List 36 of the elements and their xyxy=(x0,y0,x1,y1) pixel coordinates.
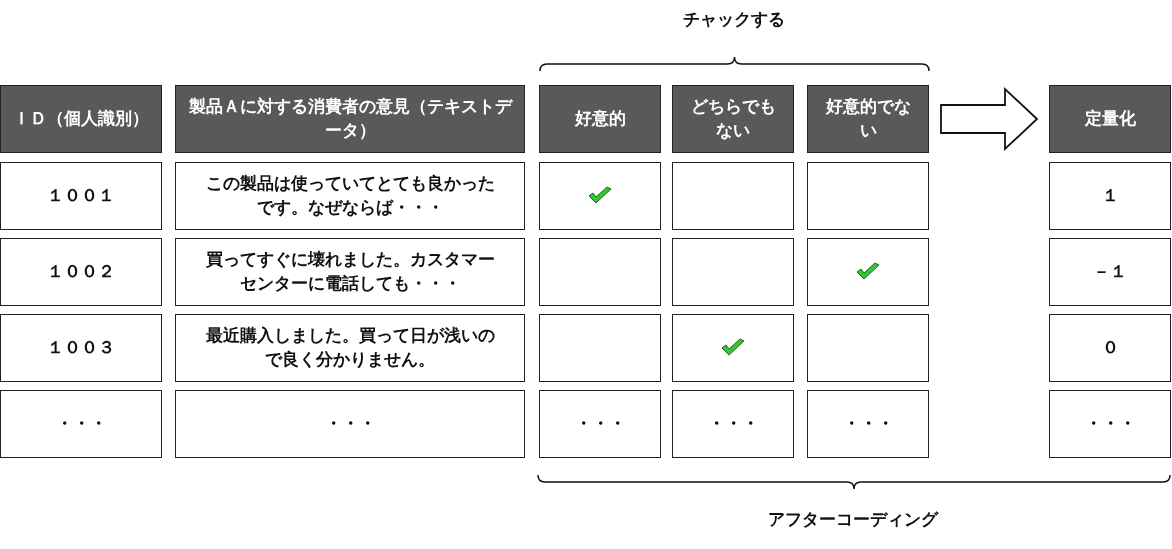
table-cell: ・・・ xyxy=(1049,390,1171,458)
table-cell xyxy=(807,314,929,382)
table-cell: １００１ xyxy=(0,162,162,230)
table-cell: ・・・ xyxy=(539,390,661,458)
brace-label: チャックする xyxy=(683,8,785,31)
table-cell: ０ xyxy=(1049,314,1171,382)
table-cell: －１ xyxy=(1049,238,1171,306)
check-icon xyxy=(855,262,881,282)
brace-label: アフターコーディング xyxy=(768,508,938,531)
table-cell xyxy=(539,162,661,230)
table-cell xyxy=(672,314,794,382)
check-icon xyxy=(587,186,613,206)
table-cell xyxy=(807,238,929,306)
block-arrow xyxy=(940,86,1039,152)
check-icon xyxy=(720,338,746,358)
table-cell: ・・・ xyxy=(672,390,794,458)
table-cell: ・・・ xyxy=(175,390,525,458)
table-cell: 最近購入しました。買って日が浅いので良く分かりません。 xyxy=(175,314,525,382)
table-cell: １００３ xyxy=(0,314,162,382)
table-cell: ・・・ xyxy=(0,390,162,458)
column-header: 好意的 xyxy=(539,85,661,153)
column-header: 好意的でない xyxy=(807,85,929,153)
table-cell xyxy=(672,238,794,306)
table-cell xyxy=(539,238,661,306)
column-header: 定量化 xyxy=(1049,85,1171,153)
table-cell xyxy=(807,162,929,230)
column-header: どちらでもない xyxy=(672,85,794,153)
table-cell: この製品は使っていてとても良かったです。なぜならば・・・ xyxy=(175,162,525,230)
table-cell xyxy=(539,314,661,382)
column-header: ＩＤ（個人識別） xyxy=(0,85,162,153)
table-cell: １００２ xyxy=(0,238,162,306)
table-cell xyxy=(672,162,794,230)
table-cell: 買ってすぐに壊れました。カスタマーセンターに電話しても・・・ xyxy=(175,238,525,306)
table-cell: １ xyxy=(1049,162,1171,230)
table-cell: ・・・ xyxy=(807,390,929,458)
column-header: 製品Ａに対する消費者の意見（テキストデータ） xyxy=(175,85,525,153)
